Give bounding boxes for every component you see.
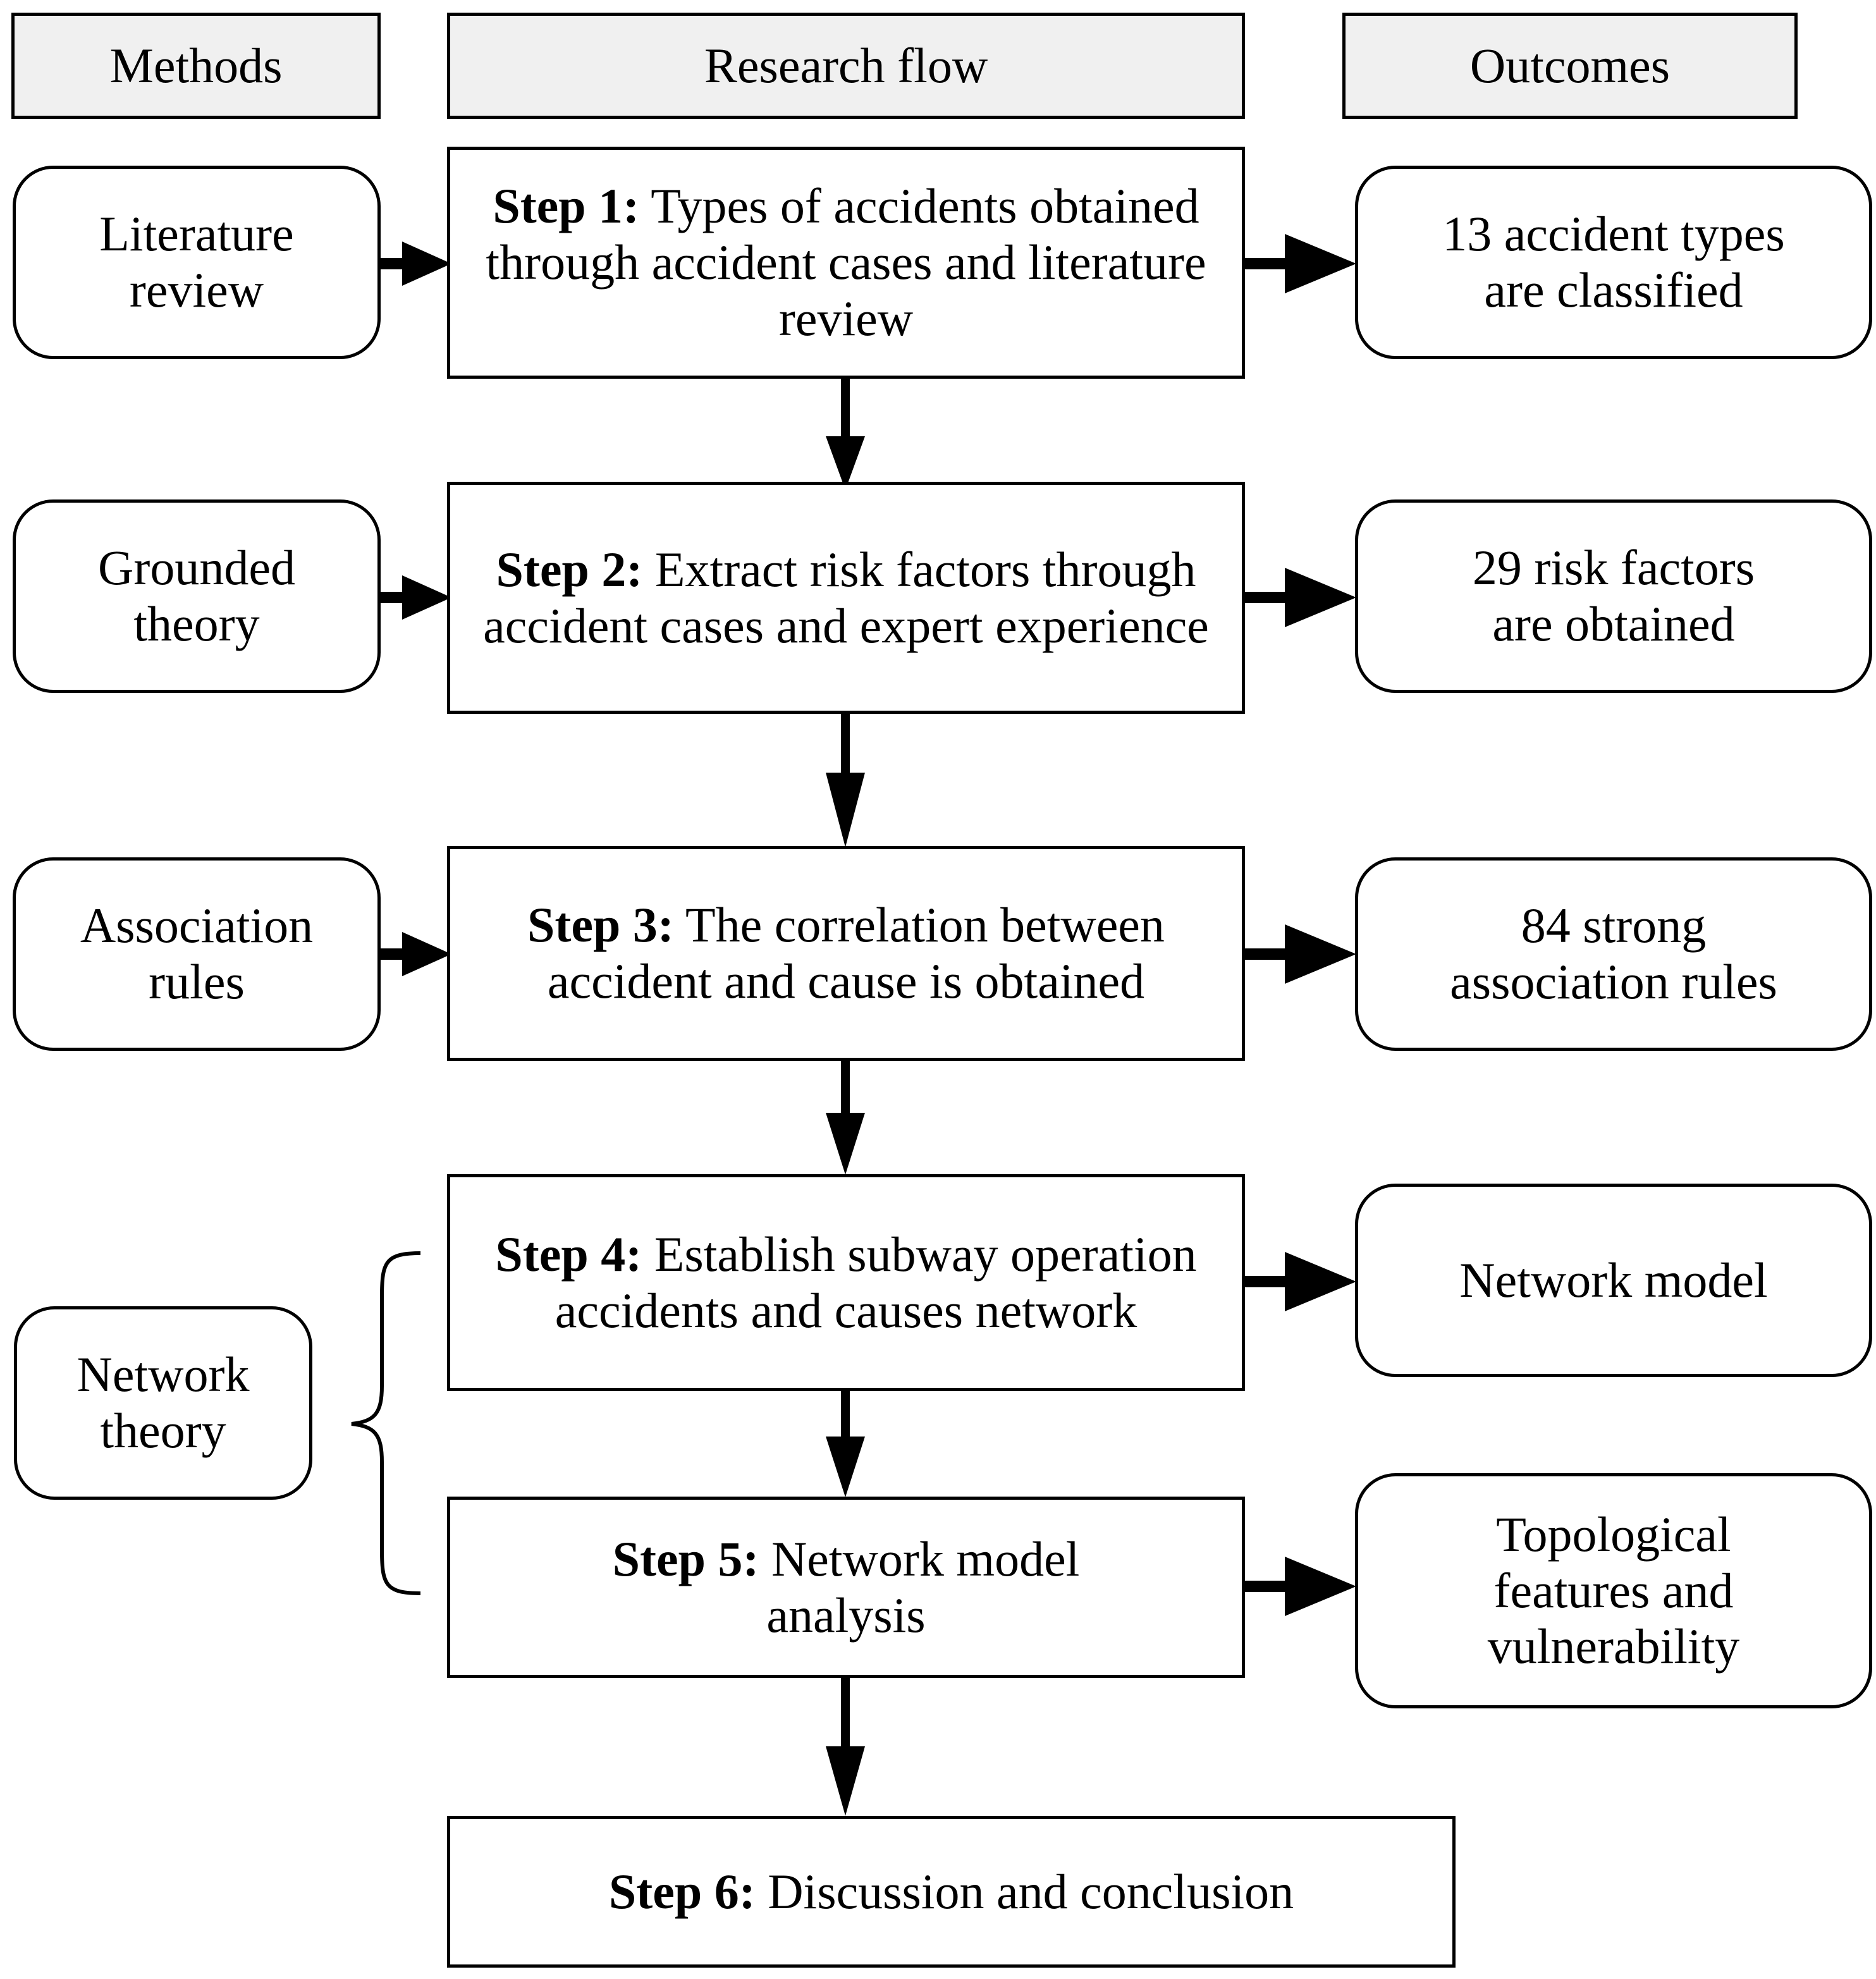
network-theory-brace xyxy=(351,1251,421,1595)
arrow-step2-step3 xyxy=(826,713,865,847)
step-5-label: Step 5: xyxy=(612,1531,759,1586)
arrow-methods-step1 xyxy=(378,242,451,286)
step-3-label: Step 3: xyxy=(527,897,674,953)
outcome-13-accident-types[interactable]: 13 accident types are classified xyxy=(1355,166,1872,359)
arrow-step1-outcome1 xyxy=(1241,234,1356,293)
method-association-rules-label: Association rules xyxy=(80,898,314,1009)
method-grounded-theory-label: Grounded theory xyxy=(98,540,295,651)
column-header-methods: Methods xyxy=(11,13,381,119)
method-network-theory-label: Network theory xyxy=(77,1347,250,1458)
step-2-box[interactable]: Step 2: Extract risk factors through acc… xyxy=(447,482,1245,714)
outcome-topological-features[interactable]: Topological features and vulnerability xyxy=(1355,1473,1872,1708)
step-1-box[interactable]: Step 1: Types of accidents obtained thro… xyxy=(447,147,1245,379)
outcome-84-association-rules-label: 84 strong association rules xyxy=(1450,898,1777,1009)
step-2-text: Extract risk factors through accident ca… xyxy=(483,541,1209,653)
arrow-methods-step3 xyxy=(378,932,451,976)
step-6-label: Step 6: xyxy=(608,1863,756,1919)
arrow-step4-step5 xyxy=(826,1391,865,1497)
arrow-step4-outcome4 xyxy=(1241,1252,1356,1311)
step-6-text: Discussion and conclusion xyxy=(755,1863,1294,1919)
outcome-network-model[interactable]: Network model xyxy=(1355,1184,1872,1377)
step-6-box[interactable]: Step 6: Discussion and conclusion xyxy=(447,1816,1456,1968)
step-5-text: Network model analysis xyxy=(759,1531,1080,1643)
column-header-methods-label: Methods xyxy=(109,37,283,93)
step-5-box[interactable]: Step 5: Network model analysis xyxy=(447,1497,1245,1678)
step-4-box[interactable]: Step 4: Establish subway operation accid… xyxy=(447,1174,1245,1391)
method-literature-review-label: Literature review xyxy=(99,206,294,317)
method-literature-review[interactable]: Literature review xyxy=(13,166,381,359)
method-association-rules[interactable]: Association rules xyxy=(13,857,381,1051)
arrow-step3-outcome3 xyxy=(1241,924,1356,984)
arrow-step1-step2 xyxy=(826,379,865,490)
step-4-label: Step 4: xyxy=(495,1226,642,1282)
arrow-step5-outcome5 xyxy=(1241,1557,1356,1616)
arrow-step5-step6 xyxy=(826,1678,865,1816)
column-header-outcomes: Outcomes xyxy=(1342,13,1798,119)
step-1-text: Types of accidents obtained through acci… xyxy=(486,178,1206,346)
arrow-step3-step4 xyxy=(826,1061,865,1175)
arrow-methods-step2 xyxy=(378,575,451,620)
outcome-13-accident-types-label: 13 accident types are classified xyxy=(1442,206,1785,317)
method-network-theory[interactable]: Network theory xyxy=(14,1306,312,1500)
column-header-research-flow-label: Research flow xyxy=(704,37,988,93)
outcome-29-risk-factors-label: 29 risk factors are obtained xyxy=(1472,540,1755,651)
step-3-text: The correlation between accident and cau… xyxy=(547,897,1165,1008)
outcome-network-model-label: Network model xyxy=(1459,1252,1768,1308)
outcome-topological-features-label: Topological features and vulnerability xyxy=(1487,1506,1740,1674)
step-3-box[interactable]: Step 3: The correlation between accident… xyxy=(447,846,1245,1061)
outcome-84-association-rules[interactable]: 84 strong association rules xyxy=(1355,857,1872,1051)
arrow-step2-outcome2 xyxy=(1241,568,1356,627)
method-grounded-theory[interactable]: Grounded theory xyxy=(13,499,381,693)
step-4-text: Establish subway operation accidents and… xyxy=(555,1226,1197,1338)
outcome-29-risk-factors[interactable]: 29 risk factors are obtained xyxy=(1355,499,1872,693)
column-header-research-flow: Research flow xyxy=(447,13,1245,119)
column-header-outcomes-label: Outcomes xyxy=(1469,37,1671,93)
step-2-label: Step 2: xyxy=(496,541,643,597)
step-1-label: Step 1: xyxy=(493,178,640,234)
